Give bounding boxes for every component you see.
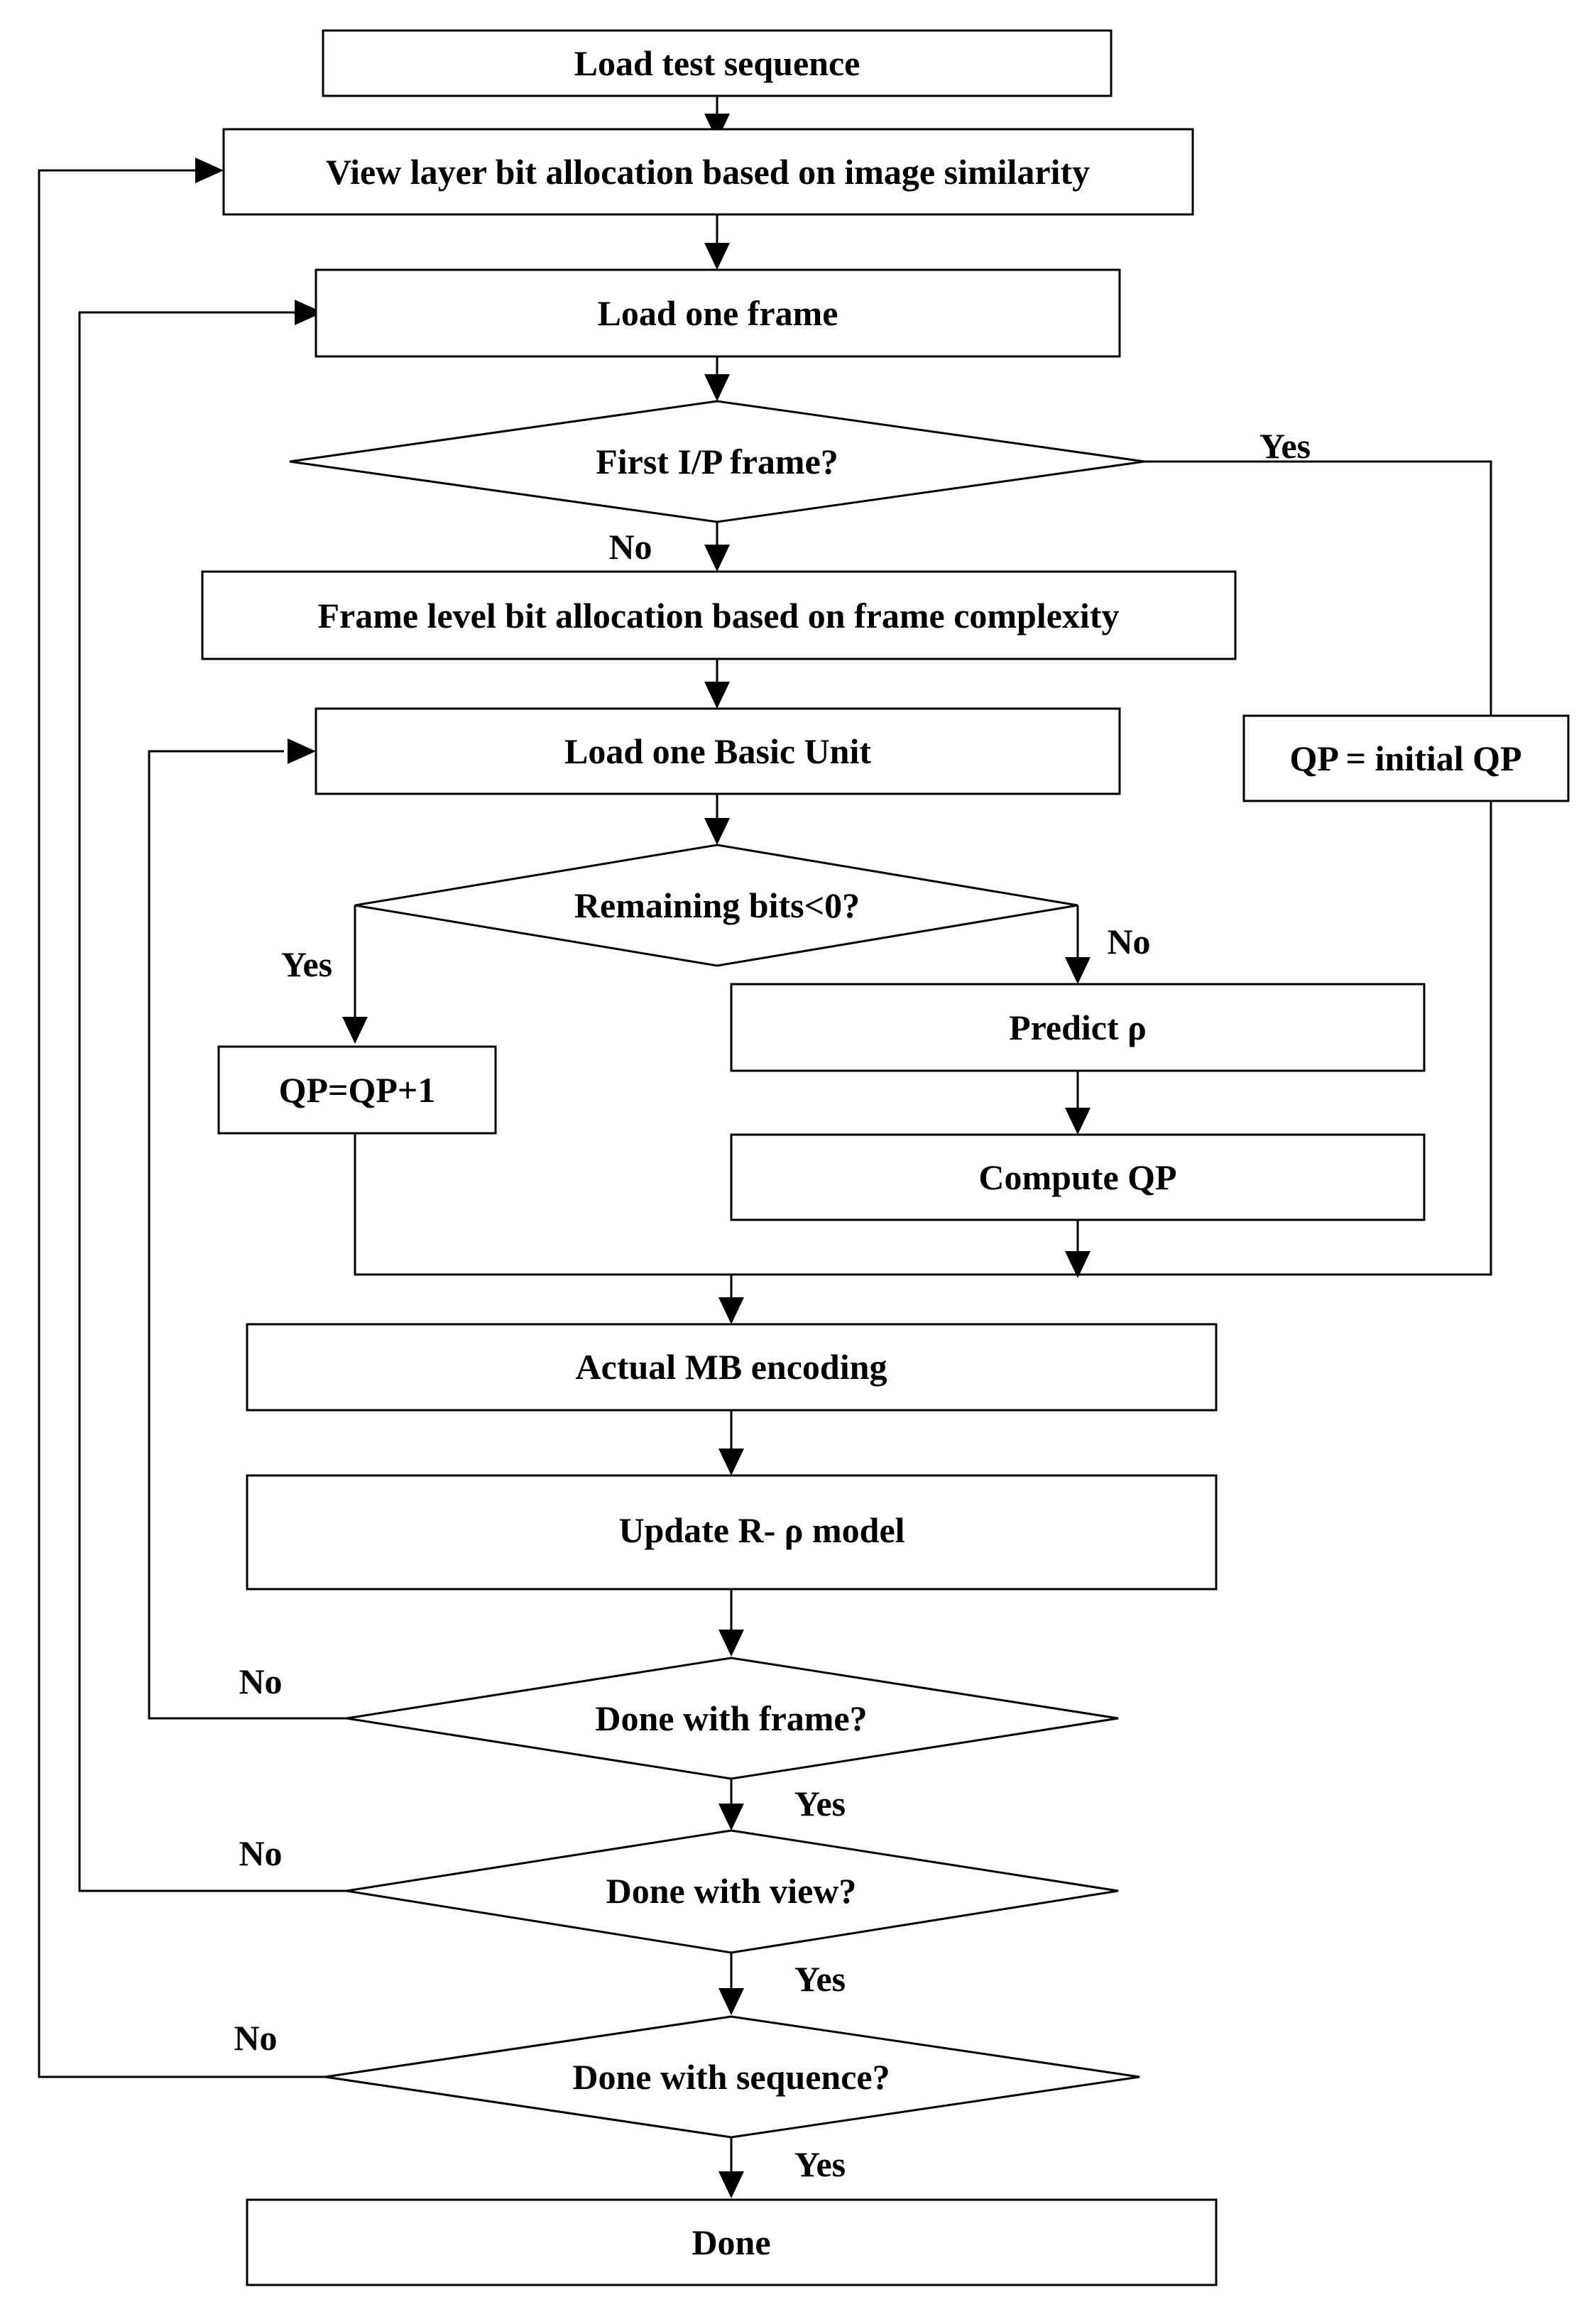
node-update-model: Update R- ρ model: [246, 1474, 1218, 1591]
node-done-frame: Done with frame?: [346, 1657, 1119, 1780]
arrowhead: [718, 1297, 744, 1324]
node-label: Done with frame?: [595, 1698, 867, 1738]
node-label: Load test sequence: [574, 43, 860, 83]
node-label: Done: [692, 2222, 770, 2262]
arrowhead: [704, 545, 730, 572]
edge-label-first-ip-yes: Yes: [1259, 426, 1311, 466]
edge-label-frame-no: No: [239, 1662, 282, 1701]
node-mb-encoding: Actual MB encoding: [246, 1323, 1218, 1412]
node-label: View layer bit allocation based on image…: [326, 152, 1090, 192]
arrowhead: [718, 1449, 744, 1475]
node-initial-qp: QP = initial QP: [1242, 714, 1570, 802]
edge-label-frame-yes: Yes: [794, 1784, 846, 1823]
node-label: Update R- ρ model: [618, 1510, 904, 1550]
first-ip-yes-line: [1144, 460, 1492, 716]
node-label: Load one Basic Unit: [564, 731, 871, 771]
node-remaining-bits: Remaining bits<0?: [354, 844, 1078, 967]
node-label: Load one frame: [598, 293, 838, 333]
frame-no-loop: [148, 750, 346, 1720]
edge-label-sequence-no: No: [234, 2018, 277, 2058]
qp-increment-to-merge: [354, 1133, 1079, 1276]
node-label: QP = initial QP: [1289, 738, 1521, 778]
sequence-no-loop: [38, 169, 325, 2078]
node-qp-increment: QP=QP+1: [217, 1045, 497, 1135]
node-compute-qp: Compute QP: [730, 1133, 1426, 1221]
node-load-basic-unit: Load one Basic Unit: [315, 707, 1121, 795]
node-label: Compute QP: [978, 1157, 1176, 1197]
edge-labels: Yes No Yes No No Yes No Yes No Yes: [234, 426, 1311, 2184]
edge-label-remaining-no: No: [1107, 922, 1150, 961]
node-label: Predict ρ: [1009, 1008, 1147, 1047]
connectors: [38, 96, 1492, 2198]
arrowhead: [1065, 1108, 1091, 1135]
arrowhead: [288, 738, 316, 764]
arrowhead: [718, 1988, 744, 2015]
view-no-loop: [78, 311, 346, 1892]
arrowhead: [1065, 957, 1091, 984]
node-predict-rho: Predict ρ: [730, 983, 1426, 1072]
arrowhead: [704, 374, 730, 401]
arrowhead: [295, 300, 323, 325]
node-done-sequence: Done with sequence?: [324, 2015, 1140, 2139]
node-load-frame: Load one frame: [315, 268, 1121, 358]
edge-label-view-no: No: [239, 1833, 282, 1873]
arrowhead: [718, 2171, 744, 2198]
arrowhead: [195, 158, 224, 183]
node-label: Frame level bit allocation based on fram…: [318, 596, 1120, 635]
arrowhead: [704, 114, 730, 141]
node-first-ip-frame: First I/P frame?: [289, 400, 1145, 523]
node-label: First I/P frame?: [596, 442, 838, 481]
arrowhead: [718, 1804, 744, 1831]
arrowhead: [704, 682, 730, 709]
edge-label-sequence-yes: Yes: [794, 2144, 846, 2184]
node-label: QP=QP+1: [279, 1070, 436, 1110]
edge-label-remaining-yes: Yes: [281, 944, 332, 984]
initial-qp-to-merge: [1079, 801, 1492, 1276]
node-label: Remaining bits<0?: [574, 885, 860, 925]
node-view-bit-allocation: View layer bit allocation based on image…: [222, 128, 1194, 216]
node-done-view: Done with view?: [346, 1829, 1119, 1954]
edge-label-view-yes: Yes: [794, 1959, 846, 1999]
arrowhead: [718, 1630, 744, 1657]
node-load-sequence: Load test sequence: [322, 29, 1113, 97]
edge-label-first-ip-no: No: [608, 527, 652, 567]
arrowhead: [704, 243, 730, 270]
node-label: Done with sequence?: [572, 2057, 890, 2097]
node-label: Done with view?: [606, 1871, 857, 1911]
node-frame-bit-allocation: Frame level bit allocation based on fram…: [201, 570, 1237, 660]
arrowhead: [342, 1017, 368, 1044]
arrowhead: [1065, 1251, 1091, 1278]
node-done: Done: [246, 2198, 1218, 2286]
node-label: Actual MB encoding: [576, 1347, 887, 1387]
arrowhead: [704, 818, 730, 845]
